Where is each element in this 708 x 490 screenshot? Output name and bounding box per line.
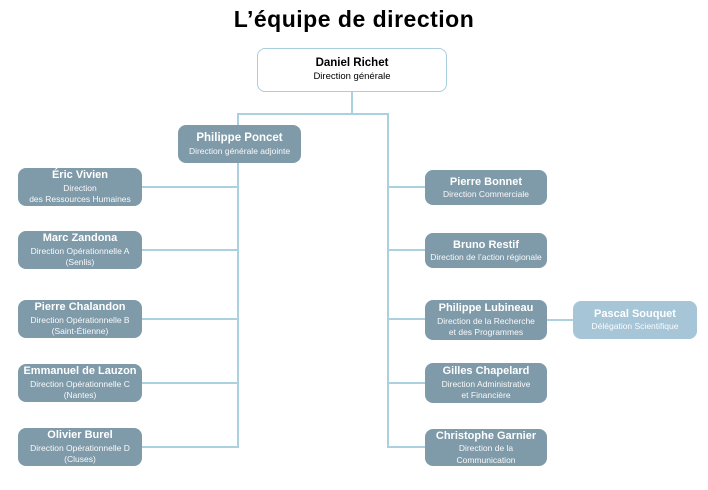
person-role: Direction Opérationnelle C (Nantes) (30, 378, 130, 401)
connector-right-stub-3 (389, 318, 425, 320)
connector-left-stub-1 (142, 186, 237, 188)
person-name: Olivier Burel (47, 429, 113, 442)
person-name: Pascal Souquet (594, 308, 676, 321)
person-name: Pierre Bonnet (449, 175, 523, 188)
person-role: Direction de la Communication (456, 443, 516, 465)
org-node-marc-zandona: Marc Zandona Direction Opérationnelle A … (18, 231, 142, 269)
connector-left-stub-4 (142, 382, 237, 384)
person-role: Direction de la Recherche et des Program… (437, 315, 535, 338)
person-role: Direction de l’action régionale (430, 251, 542, 262)
person-name: Bruno Restif (453, 238, 519, 251)
org-node-pierre-bonnet: Pierre Bonnet Direction Commerciale (425, 170, 547, 205)
connector-root-drop (351, 92, 353, 115)
person-name: Philippe Lubineau (438, 302, 534, 315)
person-role: Direction Commerciale (443, 188, 529, 199)
person-name: Marc Zandona (42, 232, 118, 245)
person-role: Direction Administrative et Financière (441, 378, 531, 401)
person-name: Philippe Poncet (196, 131, 283, 144)
person-name: Éric Vivien (51, 169, 109, 182)
person-role: Direction Opérationnelle A (Senlis) (30, 245, 130, 268)
person-name: Daniel Richet (315, 57, 389, 70)
org-node-gilles-chapelard: Gilles Chapelard Direction Administrativ… (425, 363, 547, 403)
org-node-pascal-souquet: Pascal Souquet Délégation Scientifique (573, 301, 697, 339)
person-role: Direction générale adjointe (188, 145, 291, 156)
connector-top-horizontal (237, 113, 389, 115)
org-node-philippe-poncet: Philippe Poncet Direction générale adjoi… (178, 125, 301, 163)
connector-right-stub-5 (389, 446, 425, 448)
connector-right-stub-4 (389, 382, 425, 384)
person-role: Direction générale (313, 71, 391, 83)
connector-left-stub-5 (142, 446, 237, 448)
person-name: Gilles Chapelard (442, 365, 530, 378)
org-node-bruno-restif: Bruno Restif Direction de l’action régio… (425, 233, 547, 268)
connector-left-spine (237, 113, 239, 448)
org-node-eric-vivien: Éric Vivien Direction des Ressources Hum… (18, 168, 142, 206)
connector-right-spine (387, 113, 389, 448)
person-role: Direction Opérationnelle B (Saint-Étienn… (30, 314, 130, 337)
person-name: Pierre Chalandon (34, 301, 126, 314)
person-name: Emmanuel de Lauzon (23, 365, 137, 378)
org-node-christophe-garnier: Christophe Garnier Direction de la Commu… (425, 429, 547, 466)
person-name: Christophe Garnier (435, 429, 537, 442)
page-title: L’équipe de direction (233, 6, 475, 32)
org-node-philippe-lubineau: Philippe Lubineau Direction de la Recher… (425, 300, 547, 340)
person-role: Direction Opérationnelle D (Cluses) (30, 442, 130, 465)
connector-right-stub-1 (389, 186, 425, 188)
org-node-olivier-burel: Olivier Burel Direction Opérationnelle D… (18, 428, 142, 466)
connector-right-stub-2 (389, 249, 425, 251)
connector-left-stub-2 (142, 249, 237, 251)
person-role: Délégation Scientifique (591, 321, 679, 332)
person-role: Direction des Ressources Humaines (29, 182, 131, 205)
org-node-daniel-richet: Daniel Richet Direction générale (257, 48, 447, 92)
connector-annex-stub (547, 319, 573, 321)
org-node-emmanuel-de-lauzon: Emmanuel de Lauzon Direction Opérationne… (18, 364, 142, 402)
connector-left-stub-3 (142, 318, 237, 320)
org-node-pierre-chalandon: Pierre Chalandon Direction Opérationnell… (18, 300, 142, 338)
